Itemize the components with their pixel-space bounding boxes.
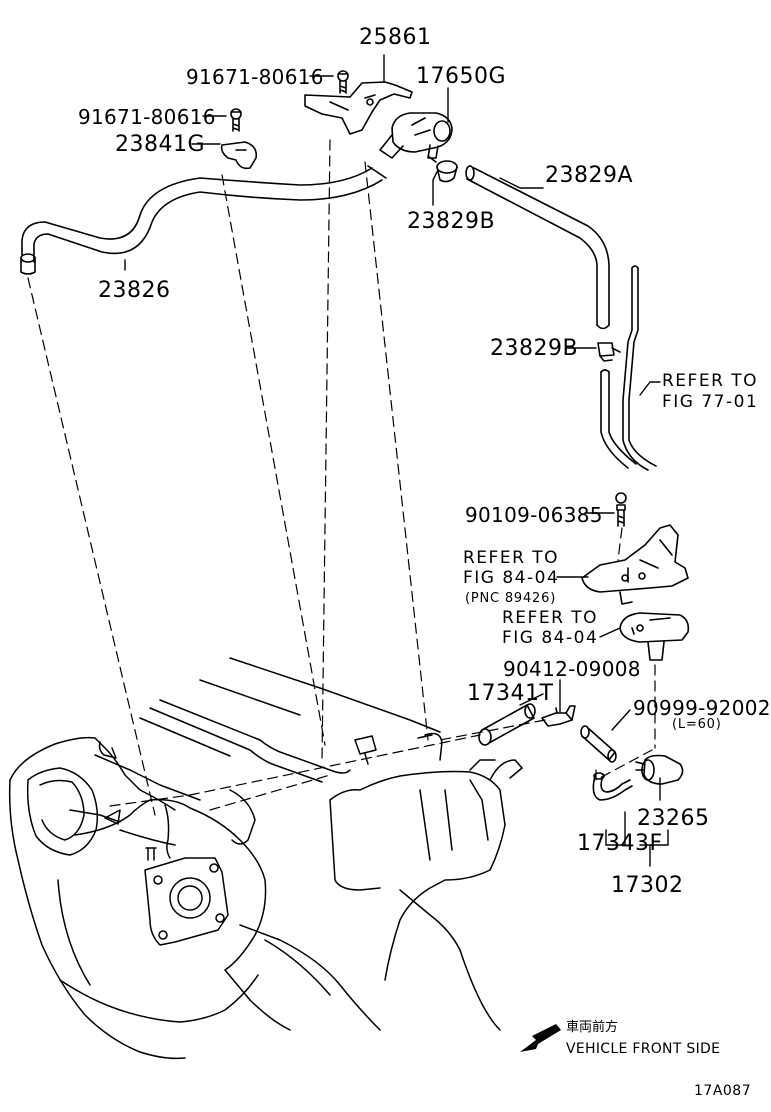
- clip-23829b-upper: [427, 155, 458, 183]
- label-23829b-upper: 23829B: [407, 209, 496, 234]
- label-90999-92002: 90999-92002: [633, 696, 771, 720]
- hose-17341t: [478, 703, 536, 746]
- leader-lines: [124, 54, 669, 867]
- hose-90999-92002: [580, 725, 617, 763]
- label-17650g: 17650G: [416, 64, 507, 89]
- ref-77-01-line2: FIG 77-01: [662, 392, 759, 412]
- filter-23265: [635, 754, 684, 785]
- ref-84-04-a-line2: FIG 84-04: [463, 568, 560, 588]
- connector-90412-09008: [541, 705, 576, 727]
- ref-77-01-line1: REFER TO: [662, 371, 759, 391]
- label-23829a: 23829A: [545, 163, 634, 188]
- direction-note-english: VEHICLE FRONT SIDE: [566, 1041, 721, 1057]
- label-23826: 23826: [98, 278, 171, 303]
- label-23265: 23265: [637, 806, 710, 831]
- figure-code: 17A087: [694, 1083, 752, 1099]
- label-17343f: 17343F: [577, 831, 663, 856]
- vehicle-front-arrow-icon: [520, 1024, 561, 1052]
- bolt-91671-80616-upper: [337, 70, 349, 94]
- label-90412-09008: 90412-09008: [503, 657, 641, 681]
- label-17302: 17302: [611, 873, 684, 898]
- label-91671-80616-lower: 91671-80616: [78, 105, 216, 129]
- hose-17343f: [592, 772, 633, 801]
- clamp-23841g: [220, 141, 258, 170]
- ref-84-04-b-line2: FIG 84-04: [502, 628, 599, 648]
- engine-outline: [8, 657, 523, 1060]
- bracket-25861: [304, 81, 413, 135]
- label-91671-80616-upper: 91671-80616: [186, 65, 324, 89]
- bolt-90109-06385: [615, 492, 627, 527]
- sensor-84-04: [619, 612, 690, 661]
- label-length-note: (L=60): [672, 717, 722, 732]
- hose-23826: [20, 165, 387, 275]
- label-90109-06385: 90109-06385: [465, 503, 603, 527]
- label-23841g: 23841G: [115, 132, 206, 157]
- bracket-89426: [581, 524, 689, 605]
- hose-23829a: [465, 165, 610, 330]
- routing-dashed-lines: [27, 139, 656, 816]
- valve-17650g: [379, 112, 453, 159]
- pipe-refer-77-01: [600, 265, 657, 471]
- clip-23829b-lower: [597, 342, 621, 362]
- label-17341t: 17341T: [467, 681, 554, 706]
- ref-84-04-a-pnc: (PNC 89426): [465, 591, 557, 606]
- label-23829b-lower: 23829B: [490, 336, 579, 361]
- ref-84-04-b-line1: REFER TO: [502, 608, 599, 628]
- direction-note-japanese: 車両前方: [566, 1020, 619, 1035]
- ref-84-04-a-line1: REFER TO: [463, 548, 560, 568]
- label-25861: 25861: [359, 25, 432, 50]
- bolt-91671-80616-lower: [230, 108, 242, 132]
